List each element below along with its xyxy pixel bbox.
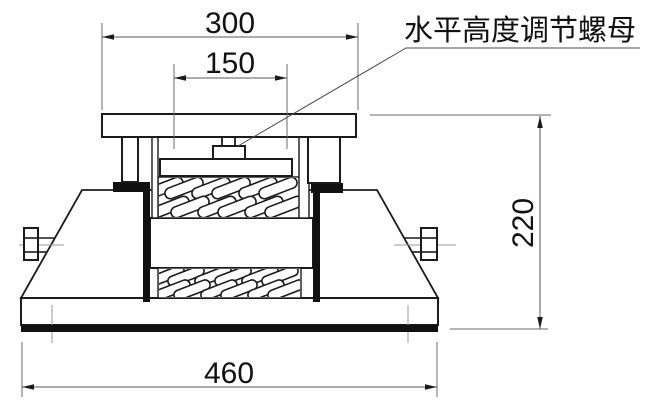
arrowhead-right <box>346 34 358 40</box>
spring-coil <box>173 279 211 297</box>
spring-coil <box>164 178 204 200</box>
side-bolt-right <box>394 227 456 261</box>
side-bolt-left <box>19 227 64 261</box>
dimension-top-plate-width: 300 <box>101 7 359 110</box>
base-plate <box>20 297 439 326</box>
annotation-label: 水平高度调节螺母 <box>404 14 636 47</box>
dimension-value: 150 <box>205 47 255 80</box>
dimension-adjuster-seat-width: 150 <box>173 47 288 149</box>
spring-coil <box>220 279 258 297</box>
bolt-head-right <box>420 227 438 261</box>
leader-line <box>237 47 640 147</box>
middle-mass-block <box>149 217 314 269</box>
arrowhead-down <box>537 317 543 329</box>
arrowhead-left <box>102 34 114 40</box>
clamp-wall-right <box>313 183 320 302</box>
arrowhead-right <box>275 75 287 81</box>
arrowhead-left <box>22 384 34 390</box>
dimension-value: 300 <box>205 7 255 40</box>
height-adjuster-assembly <box>159 136 293 177</box>
spring-coil <box>258 178 298 200</box>
spring-coil <box>264 195 299 217</box>
arrowhead-right <box>425 384 437 390</box>
lower-spring-cushion <box>157 267 302 299</box>
support-leg-right <box>307 136 341 184</box>
dimension-overall-height: 220 <box>370 114 551 330</box>
housing-clamp-right <box>311 183 343 302</box>
arrowhead-up <box>537 116 543 128</box>
spring-seat-plate <box>159 158 293 177</box>
top-load-plate <box>101 113 357 138</box>
spring-coil <box>170 195 210 217</box>
arrowhead-left <box>174 75 186 81</box>
spring-coil <box>267 279 300 297</box>
adjustment-nut <box>212 145 246 160</box>
clamp-flange-left <box>113 182 150 192</box>
spring-coil <box>217 195 257 217</box>
clamp-wall-left <box>143 182 150 302</box>
dimension-value: 460 <box>204 357 254 390</box>
upper-spring-cushion <box>157 176 301 219</box>
base-rubber-pad <box>21 325 438 332</box>
dimension-base-plate-width: 460 <box>21 342 438 397</box>
housing-clamp-left <box>113 182 150 302</box>
clamp-flange-right <box>311 183 343 193</box>
spring-coil <box>211 178 251 200</box>
bolt-head-left <box>23 227 39 261</box>
dimension-value: 220 <box>507 198 540 248</box>
support-leg-left <box>121 136 139 183</box>
leader-annotation: 水平高度调节螺母 <box>237 14 640 147</box>
inner-wall-left <box>151 136 159 219</box>
